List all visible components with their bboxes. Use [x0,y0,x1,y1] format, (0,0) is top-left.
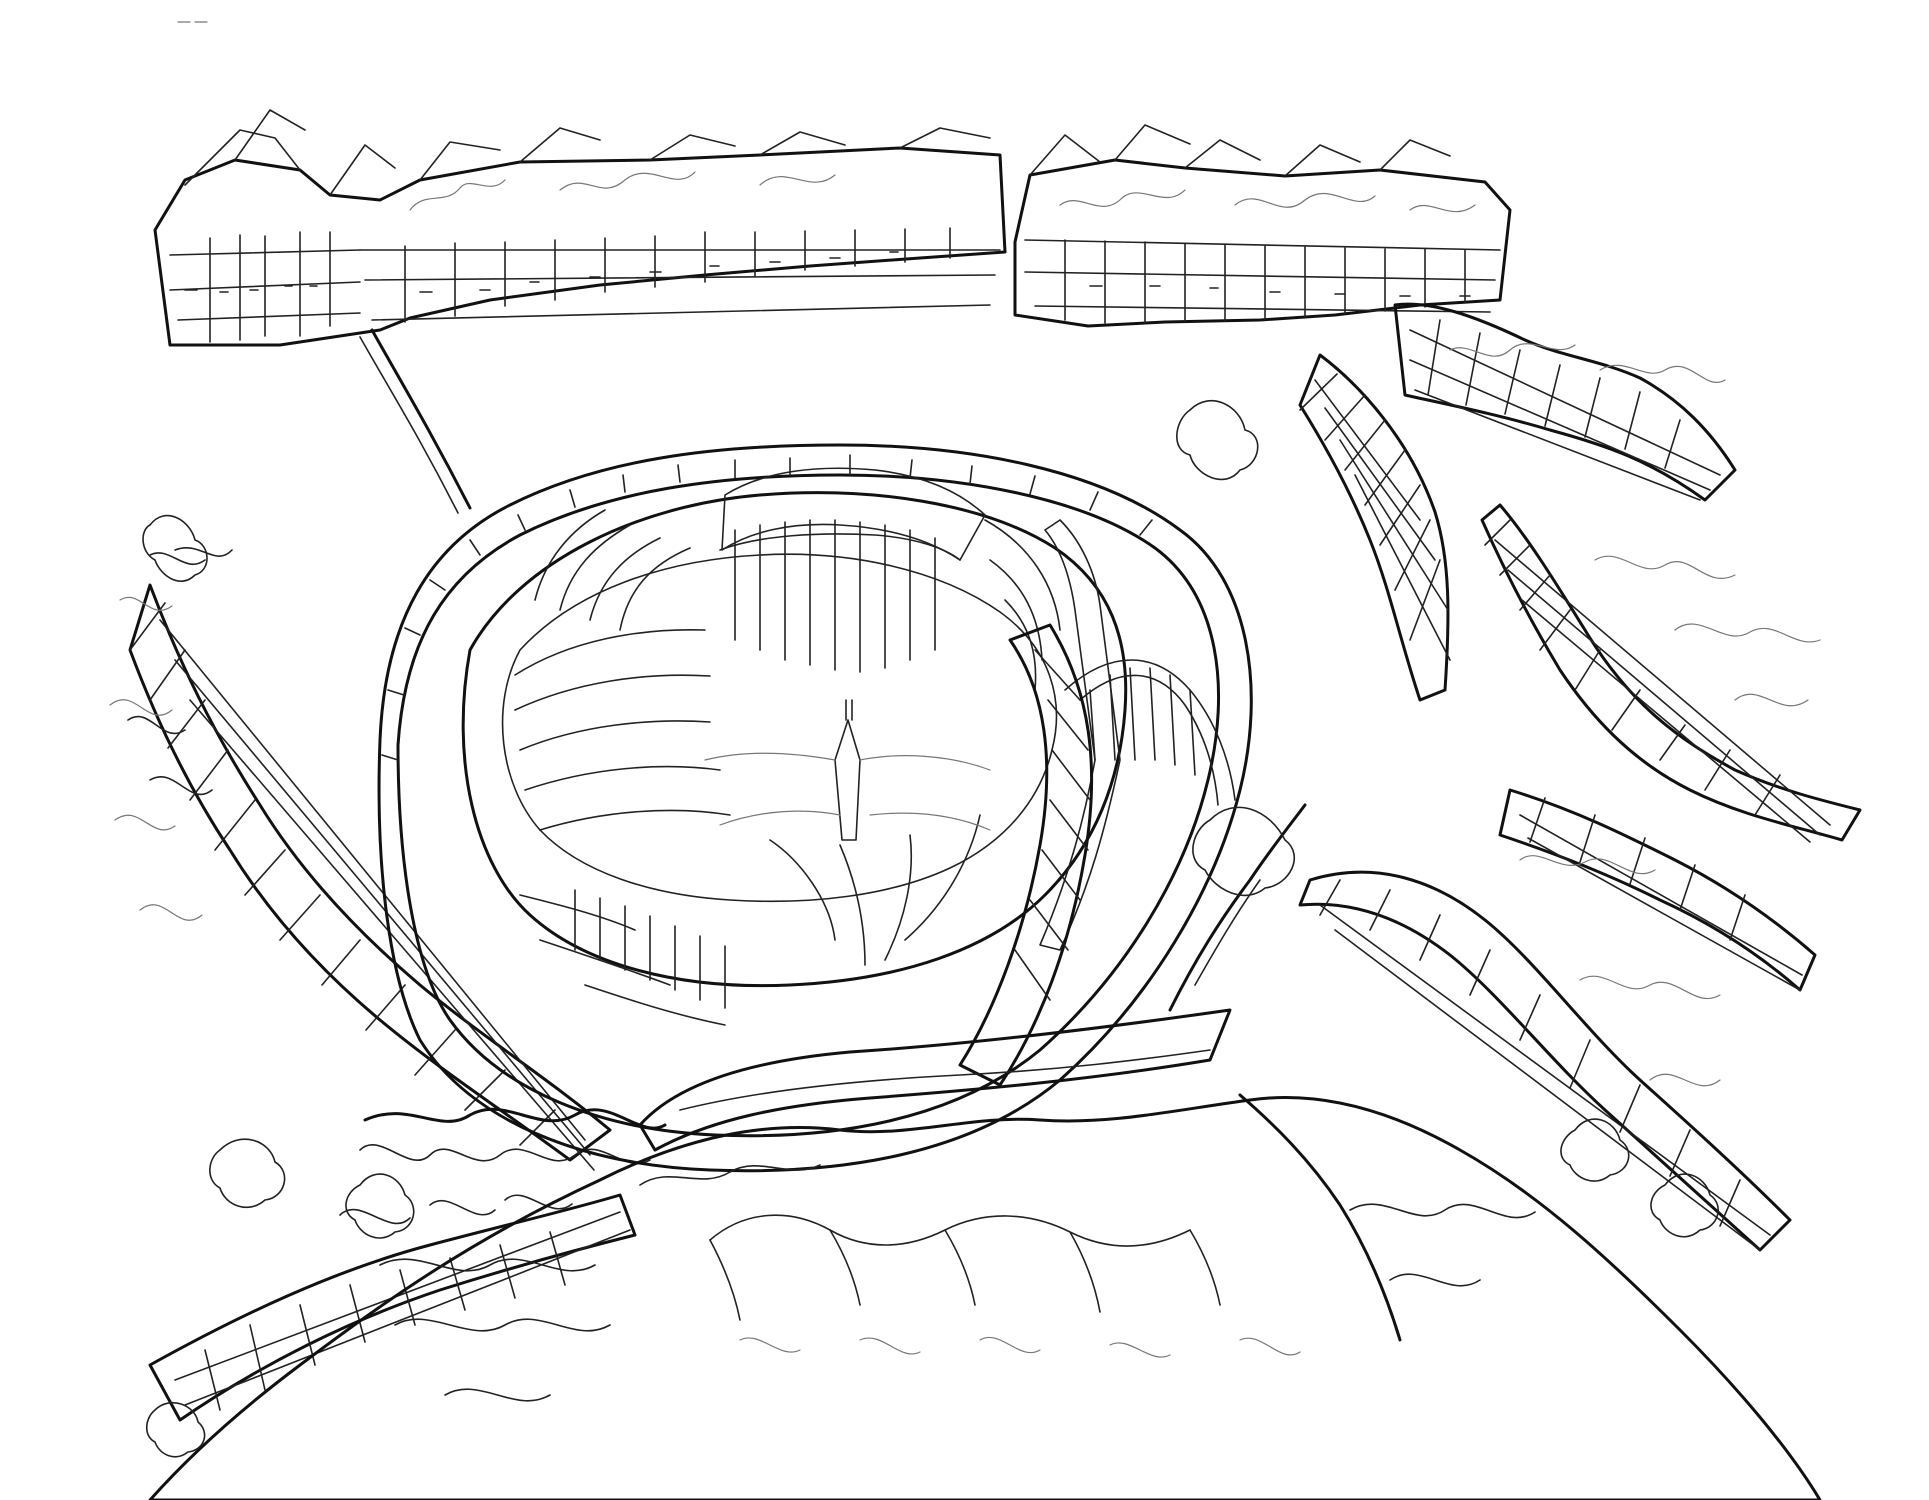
top-left-row-houses [153,109,1007,514]
central-sunken-circular-complex [377,443,1307,1173]
top-right-row-houses [1013,124,1512,328]
lower-right-row-houses [1298,788,1817,1252]
bottom-hillside [148,1093,1822,1500]
right-curving-row-houses [1298,302,1862,843]
left-long-row-houses [109,547,612,1171]
scattered-trees [142,399,1719,1458]
